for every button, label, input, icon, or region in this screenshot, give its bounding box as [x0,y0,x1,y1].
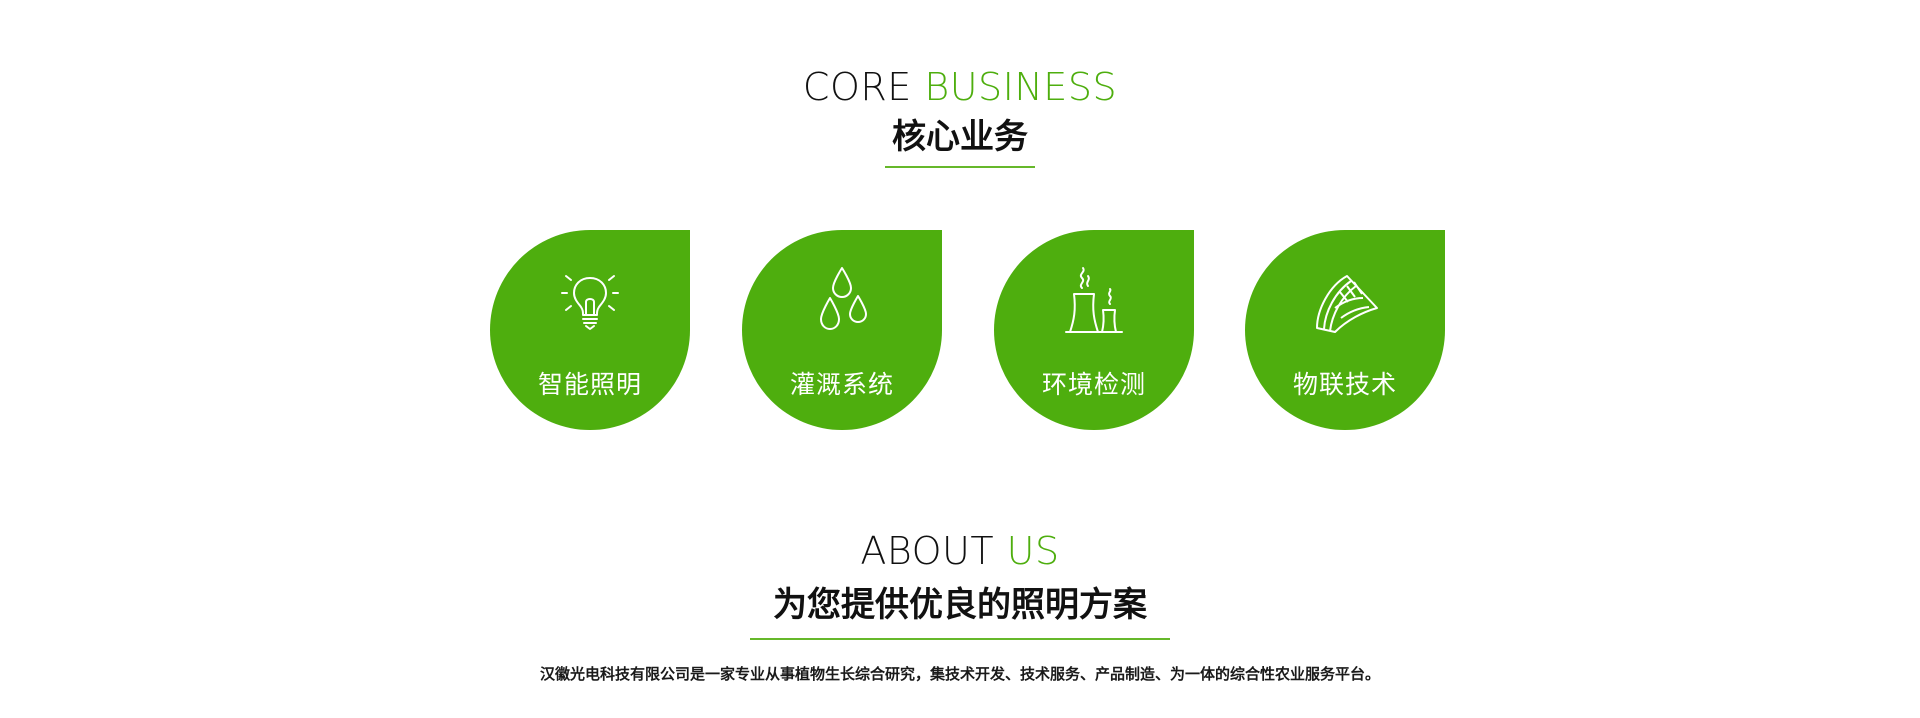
core-business-title-cn: 核心业务 [892,118,1028,156]
core-business-title-en: CORE BUSINESS [0,68,1920,106]
core-business-header: CORE BUSINESS 核心业务 [0,68,1920,168]
factory-chimney-icon [1065,267,1123,333]
about-us-title-en: ABOUT US [0,532,1920,570]
card-label: 灌溉系统 [789,371,894,399]
water-drops-icon [820,267,867,330]
core-business-underline [885,166,1035,168]
business-cards: 智能照明 灌溉系统 环境检测 物联技 [490,230,1445,430]
about-us-header: ABOUT US 为您提供优良的照明方案 [0,532,1920,640]
title-en-dark: CORE [802,65,925,109]
card-smart-lighting[interactable]: 智能照明 [490,230,690,430]
card-iot-technology[interactable]: 物联技术 [1245,230,1445,430]
card-environment-monitoring[interactable]: 环境检测 [994,230,1194,430]
solar-panel-icon [1316,275,1378,333]
title-en-dark: ABOUT [860,529,1007,573]
about-us-underline [750,638,1170,640]
title-en-accent: BUSINESS [924,65,1118,109]
about-us-title-cn: 为您提供优良的照明方案 [773,586,1147,624]
card-label: 智能照明 [537,371,642,399]
card-irrigation-system[interactable]: 灌溉系统 [742,230,942,430]
card-label: 环境检测 [1041,371,1146,399]
title-en-accent: US [1006,529,1060,573]
about-us-description: 汉徽光电科技有限公司是一家专业从事植物生长综合研究，集技术开发、技术服务、产品制… [539,666,1380,683]
card-label: 物联技术 [1292,371,1397,399]
lightbulb-icon [561,275,619,330]
